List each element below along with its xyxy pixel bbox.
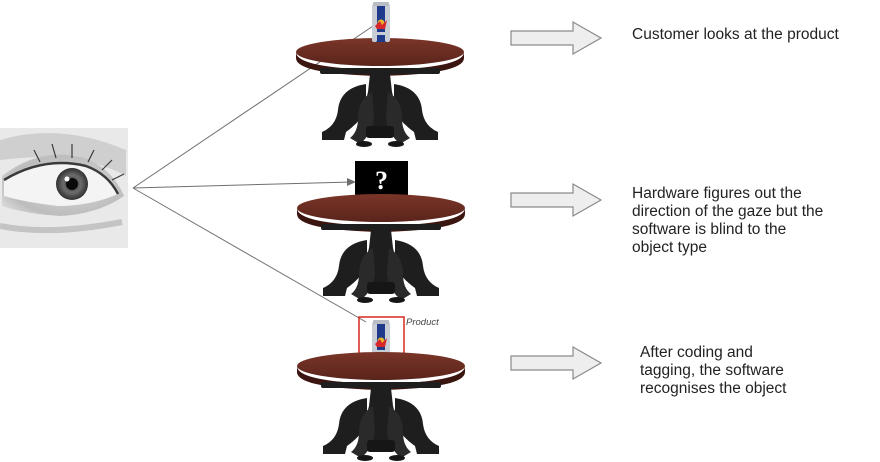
table-icon — [297, 194, 465, 303]
table-icon — [297, 352, 465, 461]
gaze-line-tagged — [132, 187, 367, 323]
step-1-caption: Customer looks at the product — [632, 26, 839, 43]
right-arrow-icon — [510, 21, 602, 55]
unknown-object-box — [355, 161, 408, 198]
detection-label: Product — [406, 317, 439, 328]
step-1-scene — [296, 2, 464, 147]
gaze-line-unknown — [132, 181, 353, 189]
energy-drink-can-icon — [372, 2, 390, 42]
step-2-scene: ? — [297, 161, 465, 303]
right-arrow-icon — [510, 183, 602, 217]
gaze-arrowhead — [347, 178, 356, 186]
step-2-caption: Hardware figures out the direction of th… — [632, 185, 824, 256]
step-3-scene: Product — [297, 316, 465, 461]
eye-icon — [0, 128, 128, 248]
table-icon — [296, 38, 464, 147]
step-3-caption: After coding and tagging, the software r… — [640, 344, 787, 397]
unknown-object-marker: ? — [375, 166, 388, 195]
right-arrow-icon — [510, 346, 602, 380]
